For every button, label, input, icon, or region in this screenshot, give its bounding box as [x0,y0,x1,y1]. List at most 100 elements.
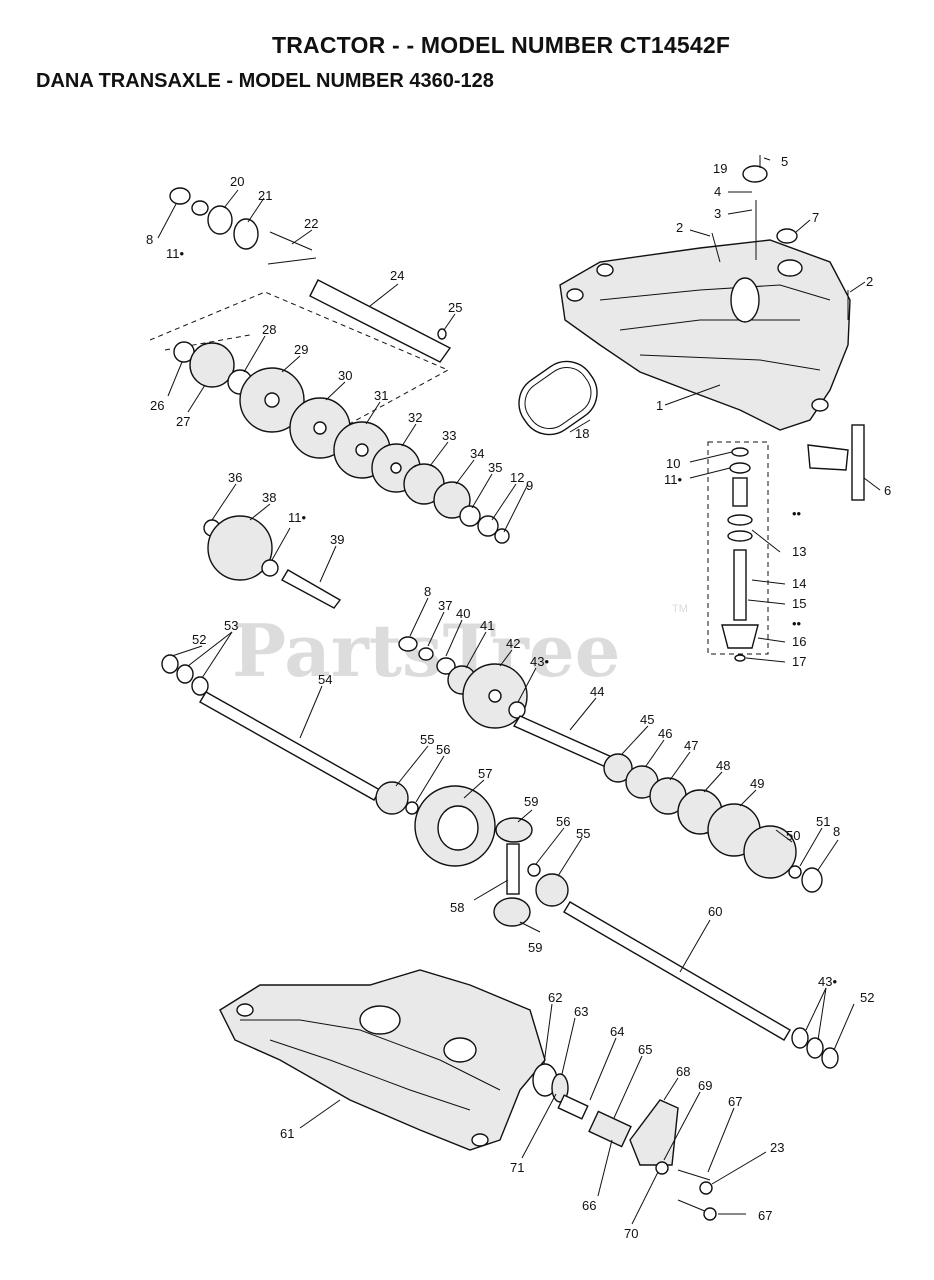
callout-54: 54 [318,672,332,687]
callout-9: 9 [526,478,533,493]
callout-43: 43• [818,974,837,989]
callout-61: 61 [280,1126,294,1141]
diagram-subtitle: DANA TRANSAXLE - MODEL NUMBER 4360-128 [36,70,494,92]
callout-3: 3 [714,206,721,221]
input-shaft-assembly-box [707,441,769,655]
callout-22: 22 [304,216,318,231]
callout-16: 16 [792,634,806,649]
callout-11: 11• [288,510,306,525]
callout-8: 8 [833,824,840,839]
callout-41: 41 [480,618,494,633]
callout-18: 18 [575,426,589,441]
callout-5: 5 [781,154,788,169]
part-39-shaft [281,569,342,609]
callout-71: 71 [510,1160,524,1175]
callout-2: 2 [676,220,683,235]
callout-double-dot: •• [792,506,802,521]
part-44-shaft [512,715,616,769]
part-27-sprocket [189,342,235,388]
callout-23: 23 [770,1140,784,1155]
callout-8: 8 [424,584,431,599]
callout-39: 39 [330,532,344,547]
callout-31: 31 [374,388,388,403]
callout-67: 67 [758,1208,772,1223]
callout-34: 34 [470,446,484,461]
callout-double-dot: •• [792,616,802,631]
callout-51: 51 [816,814,830,829]
callout-35: 35 [488,460,502,475]
part-68-brake-lever [629,1099,679,1166]
callout-55: 55 [420,732,434,747]
callout-58: 58 [450,900,464,915]
callout-42: 42 [506,636,520,651]
callout-19: 19 [713,161,727,176]
part-64-puck [557,1094,589,1120]
callout-56: 56 [556,814,570,829]
watermark-trademark: TM [672,603,688,615]
callout-30: 30 [338,368,352,383]
callout-37: 37 [438,598,452,613]
part-19-plug [742,165,768,183]
callout-4: 4 [714,184,721,199]
callout-53: 53 [224,618,238,633]
callout-68: 68 [676,1064,690,1079]
callout-63: 63 [574,1004,588,1019]
diagram-title: TRACTOR - - MODEL NUMBER CT14542F [272,32,731,58]
callout-8: 8 [146,232,153,247]
callout-13: 13 [792,544,806,559]
callout-50: 50 [786,828,800,843]
part-38-cluster-gear [207,515,273,581]
part-24-shaft [309,279,452,363]
callout-57: 57 [478,766,492,781]
callout-52: 52 [860,990,874,1005]
callout-26: 26 [150,398,164,413]
callout-12: 12 [510,470,524,485]
part-65-pad [588,1110,632,1148]
part-9-ring [494,528,510,544]
part-34-gear [433,481,471,519]
callout-7: 7 [812,210,819,225]
callout-43: 43• [530,654,549,669]
callout-14: 14 [792,576,806,591]
callout-25: 25 [448,300,462,315]
callout-labels: 1 2 2 3 4 5 6 7 8 8 8 9 10 11• 11• 11• 1… [146,154,891,1241]
callout-24: 24 [390,268,404,283]
part-58-cross-shaft [506,843,520,895]
part-8-bushing-top [169,187,191,205]
part-60-axle [563,901,791,1041]
callout-67: 67 [728,1094,742,1109]
callout-28: 28 [262,322,276,337]
lower-housing [219,969,546,1151]
callout-59: 59 [528,940,542,955]
callout-33: 33 [442,428,456,443]
part-54-axle [199,691,381,801]
part-55-bevel-gear-left [375,781,409,815]
part-18-chain [518,360,598,436]
callout-11: 11• [664,472,682,487]
callout-65: 65 [638,1042,652,1057]
part-6-shift-arm [851,424,865,501]
callout-44: 44 [590,684,604,699]
callout-49: 49 [750,776,764,791]
callout-36: 36 [228,470,242,485]
callout-56: 56 [436,742,450,757]
callout-1: 1 [656,398,663,413]
callout-70: 70 [624,1226,638,1241]
callout-46: 46 [658,726,672,741]
callout-64: 64 [610,1024,624,1039]
upper-housing [559,239,851,431]
callout-55: 55 [576,826,590,841]
callout-62: 62 [548,990,562,1005]
callout-15: 15 [792,596,806,611]
callout-66: 66 [582,1198,596,1213]
callout-21: 21 [258,188,272,203]
callout-32: 32 [408,410,422,425]
callout-29: 29 [294,342,308,357]
callout-20: 20 [230,174,244,189]
callout-6: 6 [884,483,891,498]
callout-69: 69 [698,1078,712,1093]
callout-52: 52 [192,632,206,647]
callout-10: 10 [666,456,680,471]
part-7-cap [776,228,798,244]
part-59-pinion-bottom [493,897,531,927]
